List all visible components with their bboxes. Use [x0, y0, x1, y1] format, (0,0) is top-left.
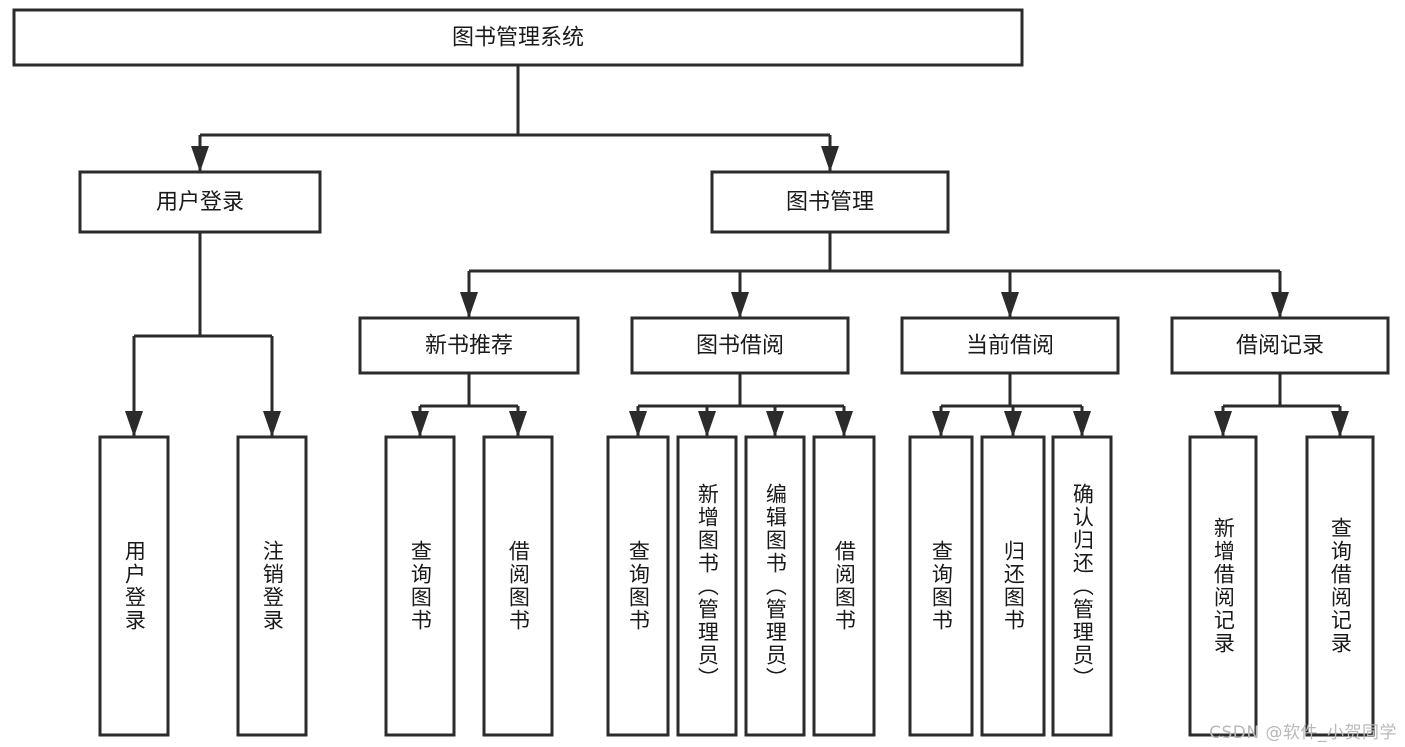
- node-box-book-manage[interactable]: [710, 170, 950, 234]
- node-box-leaf-edit-book[interactable]: [744, 435, 806, 737]
- arrow-head-icon: [1214, 411, 1232, 437]
- connectors-layer: [125, 65, 1349, 437]
- arrow-head-icon: [460, 292, 478, 318]
- node-box-leaf-add-book[interactable]: [676, 435, 738, 737]
- node-box-leaf-query-book-cur[interactable]: [908, 435, 974, 737]
- node-box-user-login[interactable]: [78, 170, 322, 234]
- node-label-book-manage: 图书管理: [786, 190, 874, 215]
- node-box-leaf-user-login[interactable]: [98, 435, 170, 737]
- node-label-book-borrow: 图书借阅: [696, 334, 784, 359]
- node-box-leaf-borrow-book-rec[interactable]: [482, 435, 554, 737]
- node-box-leaf-query-record[interactable]: [1305, 435, 1375, 737]
- node-box-leaf-logout[interactable]: [236, 435, 308, 737]
- node-box-leaf-query-book-rec[interactable]: [384, 435, 456, 737]
- nodes-layer: [12, 8, 1390, 737]
- arrow-head-icon: [125, 411, 143, 437]
- arrow-head-icon: [731, 292, 749, 318]
- arrow-head-icon: [821, 146, 839, 172]
- arrow-head-icon: [191, 146, 209, 172]
- node-box-leaf-add-record[interactable]: [1188, 435, 1258, 737]
- node-box-leaf-query-book-borrow[interactable]: [606, 435, 670, 737]
- node-box-leaf-borrow-book[interactable]: [812, 435, 876, 737]
- node-box-leaf-confirm-return[interactable]: [1051, 435, 1113, 737]
- arrow-head-icon: [1073, 411, 1091, 437]
- arrow-head-icon: [263, 411, 281, 437]
- node-label-new-book-recommend: 新书推荐: [425, 334, 513, 359]
- node-label-root: 图书管理系统: [452, 26, 584, 51]
- node-box-book-borrow[interactable]: [630, 316, 850, 375]
- node-box-leaf-return-book[interactable]: [980, 435, 1046, 737]
- arrow-head-icon: [698, 411, 716, 437]
- node-box-current-borrow[interactable]: [900, 316, 1120, 375]
- arrow-head-icon: [932, 411, 950, 437]
- node-box-borrow-record[interactable]: [1170, 316, 1390, 375]
- node-label-borrow-record: 借阅记录: [1236, 334, 1324, 359]
- csdn-watermark: CSDN @软件_小贺同学: [1209, 723, 1397, 743]
- arrow-head-icon: [509, 411, 527, 437]
- node-box-new-book-recommend[interactable]: [358, 316, 580, 375]
- arrow-head-icon: [629, 411, 647, 437]
- arrow-head-icon: [1331, 411, 1349, 437]
- arrow-head-icon: [766, 411, 784, 437]
- arrow-head-icon: [1001, 292, 1019, 318]
- arrow-head-icon: [1271, 292, 1289, 318]
- node-box-root[interactable]: [12, 8, 1024, 67]
- arrow-head-icon: [411, 411, 429, 437]
- node-label-user-login: 用户登录: [156, 190, 244, 215]
- arrow-head-icon: [1004, 411, 1022, 437]
- arrow-head-icon: [835, 411, 853, 437]
- node-label-current-borrow: 当前借阅: [966, 334, 1054, 359]
